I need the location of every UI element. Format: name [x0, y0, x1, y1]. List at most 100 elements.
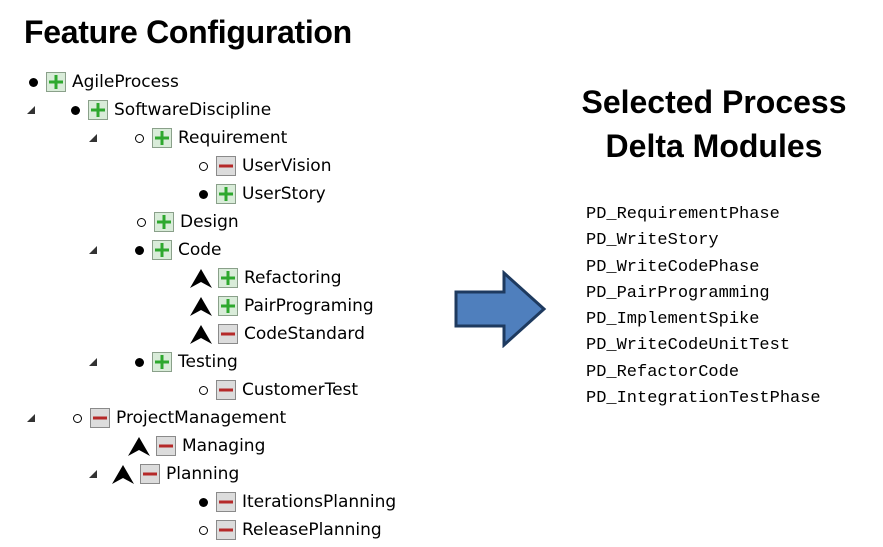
tree-node-customertest[interactable]: CustomerTest — [178, 376, 358, 404]
selection-marker[interactable] — [194, 493, 212, 511]
node-label: UserVision — [242, 156, 332, 176]
alternative-marker-icon[interactable] — [110, 465, 136, 484]
minus-icon — [216, 156, 236, 176]
selection-marker[interactable] — [194, 521, 212, 539]
tree-node-managing[interactable]: Managing — [110, 432, 265, 460]
tree-node-uservision[interactable]: UserVision — [178, 152, 331, 180]
alternative-marker-icon[interactable] — [188, 325, 214, 344]
collapse-triangle-icon[interactable] — [24, 103, 38, 117]
node-label: Code — [178, 240, 222, 260]
collapse-triangle-icon[interactable] — [24, 411, 38, 425]
alternative-marker-icon[interactable] — [188, 297, 214, 316]
tree-node-code[interactable]: Code — [86, 236, 222, 264]
expander-placeholder — [178, 159, 192, 173]
node-label: Design — [180, 212, 239, 232]
expander-placeholder — [178, 187, 192, 201]
alternative-marker-icon[interactable] — [188, 269, 214, 288]
tree-node-softwarediscipline[interactable]: SoftwareDiscipline — [24, 96, 271, 124]
selection-marker[interactable] — [194, 185, 212, 203]
minus-icon — [156, 436, 176, 456]
plus-icon — [152, 240, 172, 260]
selection-marker[interactable] — [132, 213, 150, 231]
tree-node-agileprocess[interactable]: AgileProcess — [8, 68, 179, 96]
expander-placeholder — [178, 523, 192, 537]
tree-node-iterationsplanning[interactable]: IterationsPlanning — [178, 488, 396, 516]
collapse-triangle-icon[interactable] — [86, 355, 100, 369]
alternative-marker-icon[interactable] — [126, 437, 152, 456]
plus-icon — [46, 72, 66, 92]
selection-marker[interactable] — [24, 73, 42, 91]
selected-modules-title-line2: Delta Modules — [605, 128, 823, 164]
minus-icon — [216, 520, 236, 540]
delta-module-item: PD_ImplementSpike — [586, 310, 760, 330]
minus-icon — [216, 492, 236, 512]
minus-icon — [90, 408, 110, 428]
node-label: PairPrograming — [244, 296, 374, 316]
tree-node-requirement[interactable]: Requirement — [86, 124, 287, 152]
node-label: Planning — [166, 464, 240, 484]
selection-marker[interactable] — [68, 409, 86, 427]
expander-placeholder — [178, 383, 192, 397]
node-label: Managing — [182, 436, 266, 456]
node-label: Requirement — [178, 128, 288, 148]
plus-icon — [154, 212, 174, 232]
node-label: ProjectManagement — [116, 408, 287, 428]
selection-marker[interactable] — [130, 241, 148, 259]
plus-icon — [218, 268, 238, 288]
delta-module-item: PD_WriteStory — [586, 231, 719, 251]
tree-node-userstory[interactable]: UserStory — [178, 180, 326, 208]
node-label: CustomerTest — [242, 380, 359, 400]
expander-placeholder — [172, 299, 186, 313]
tree-node-design[interactable]: Design — [116, 208, 239, 236]
node-label: UserStory — [242, 184, 326, 204]
expander-placeholder — [110, 439, 124, 453]
node-label: Refactoring — [244, 268, 342, 288]
selection-marker[interactable] — [130, 129, 148, 147]
plus-icon — [152, 352, 172, 372]
expander-placeholder — [8, 75, 22, 89]
delta-module-item: PD_PairProgramming — [586, 283, 770, 303]
delta-module-item: PD_WriteCodeUnitTest — [586, 336, 791, 356]
expander-placeholder — [172, 327, 186, 341]
selection-marker[interactable] — [194, 157, 212, 175]
minus-icon — [140, 464, 160, 484]
minus-icon — [218, 324, 238, 344]
expander-placeholder — [172, 271, 186, 285]
tree-node-planning[interactable]: Planning — [86, 460, 239, 488]
delta-module-list: PD_RequirementPhase PD_WriteStory PD_Wri… — [586, 202, 821, 412]
expander-placeholder — [178, 495, 192, 509]
collapse-triangle-icon[interactable] — [86, 243, 100, 257]
feature-tree: AgileProcess SoftwareDiscipline Requirem… — [0, 0, 440, 547]
node-label: AgileProcess — [72, 72, 179, 92]
minus-icon — [216, 380, 236, 400]
selected-modules-title-line1: Selected Process — [581, 84, 847, 120]
selection-marker[interactable] — [194, 381, 212, 399]
tree-node-pairprograming[interactable]: PairPrograming — [172, 292, 374, 320]
selection-marker[interactable] — [66, 101, 84, 119]
plus-icon — [152, 128, 172, 148]
tree-node-releaseplanning[interactable]: ReleasePlanning — [178, 516, 382, 544]
expander-placeholder — [116, 215, 130, 229]
feature-configuration-title: Feature Configuration — [24, 14, 352, 50]
collapse-triangle-icon[interactable] — [86, 131, 100, 145]
delta-module-item: PD_IntegrationTestPhase — [586, 389, 821, 409]
node-label: Testing — [178, 352, 238, 372]
tree-node-refactoring[interactable]: Refactoring — [172, 264, 342, 292]
selection-marker[interactable] — [130, 353, 148, 371]
right-arrow-icon — [454, 270, 547, 348]
delta-module-item: PD_RequirementPhase — [586, 205, 780, 224]
tree-node-codestandard[interactable]: CodeStandard — [172, 320, 365, 348]
plus-icon — [88, 100, 108, 120]
node-label: IterationsPlanning — [242, 492, 397, 512]
delta-module-item: PD_RefactorCode — [586, 362, 740, 382]
plus-icon — [218, 296, 238, 316]
node-label: CodeStandard — [244, 324, 365, 344]
selected-modules-title: Selected Process Delta Modules — [560, 80, 868, 168]
delta-module-item: PD_WriteCodePhase — [586, 257, 760, 277]
collapse-triangle-icon[interactable] — [86, 467, 100, 481]
node-label: ReleasePlanning — [242, 520, 382, 540]
tree-node-projectmanagement[interactable]: ProjectManagement — [24, 404, 286, 432]
tree-node-testing[interactable]: Testing — [86, 348, 238, 376]
plus-icon — [216, 184, 236, 204]
node-label: SoftwareDiscipline — [114, 100, 272, 120]
